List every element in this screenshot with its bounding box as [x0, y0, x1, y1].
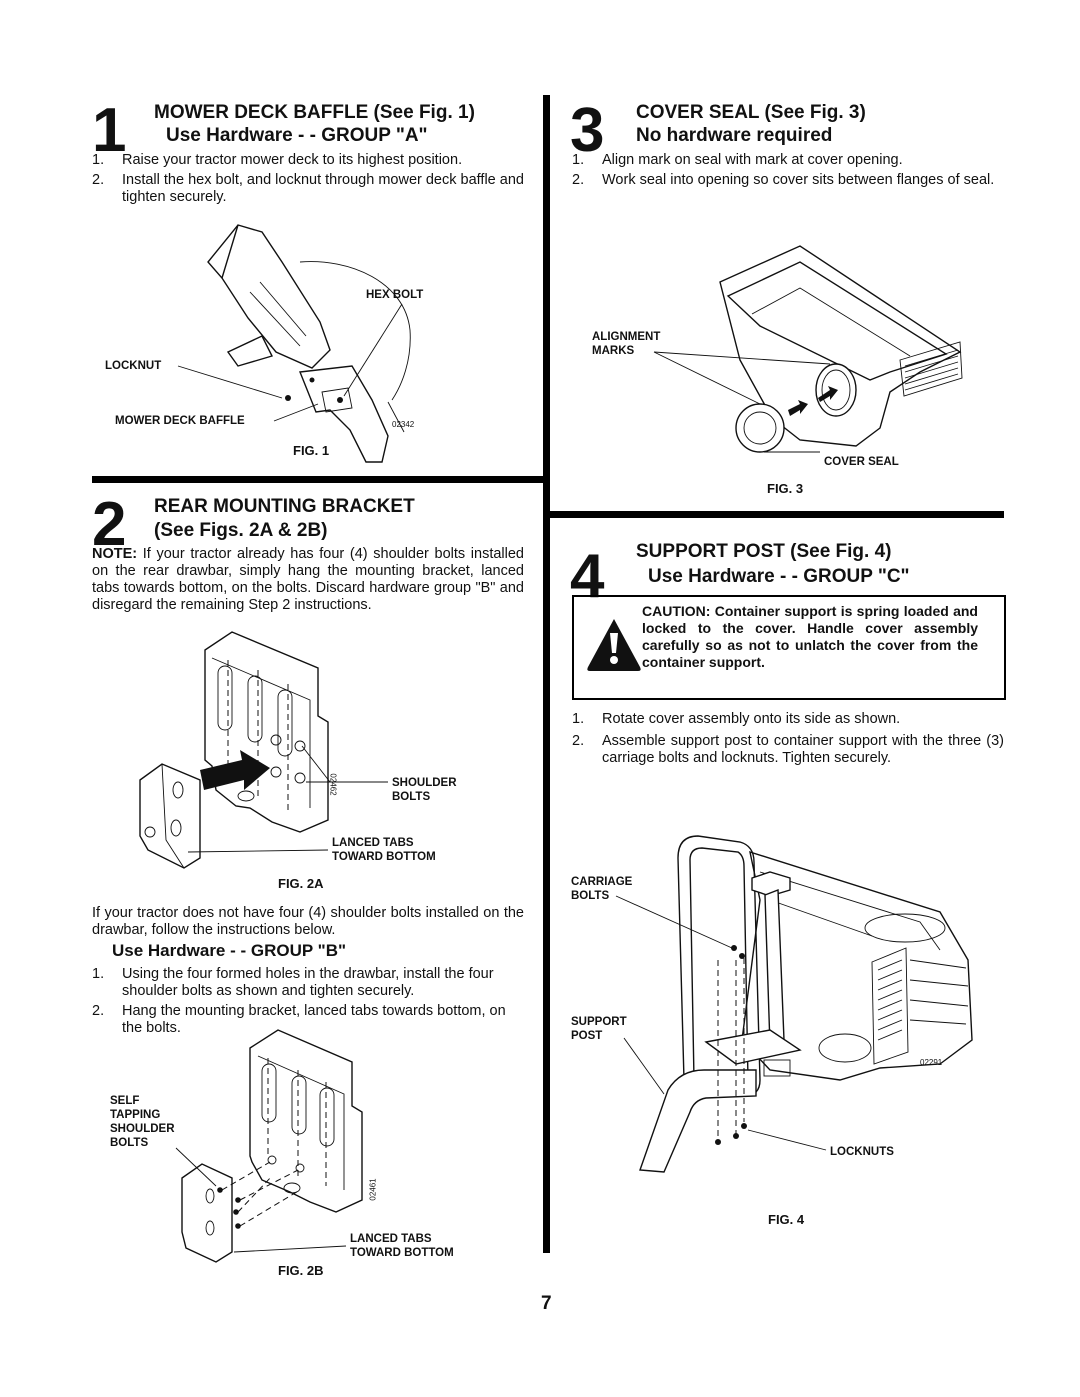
step-4-number: 4 — [570, 542, 605, 611]
step-4-instructions: 1.Rotate cover assembly onto its side as… — [572, 711, 1004, 770]
list-item: 2.Assemble support post to container sup… — [572, 733, 1004, 766]
step-2-heading-line2: (See Figs. 2A & 2B) — [154, 520, 328, 541]
list-item: 1.Rotate cover assembly onto its side as… — [572, 711, 901, 727]
step-2-note: NOTE: If your tractor already has four (… — [92, 546, 524, 613]
fig-3-caption: FIG. 3 — [767, 481, 804, 496]
step-2-number: 2 — [92, 490, 127, 559]
step-3-heading-line1: COVER SEAL (See Fig. 3) — [636, 102, 866, 123]
label-support-post: SUPPORT POST — [571, 1016, 627, 1042]
label-mower-deck-baffle: MOWER DECK BAFFLE — [115, 415, 245, 427]
part-number: 02291 — [920, 1058, 943, 1067]
step-1-number: 1 — [92, 96, 127, 165]
step-1-instructions: 1.Raise your tractor mower deck to its h… — [92, 152, 524, 209]
fig-2b-illustration — [175, 1029, 363, 1263]
list-item: 2.Work seal into opening so cover sits b… — [572, 172, 995, 188]
part-number: 02462 — [328, 773, 338, 796]
part-number: 02461 — [368, 1178, 378, 1201]
vertical-divider — [543, 95, 550, 1253]
label-locknut: LOCKNUT — [105, 360, 162, 372]
step-3-number: 3 — [570, 96, 605, 165]
step-3-heading-line2: No hardware required — [636, 125, 833, 146]
list-item: 1.Using the four formed holes in the dra… — [92, 966, 494, 999]
step-2-heading-line1: REAR MOUNTING BRACKET — [154, 496, 415, 517]
fig-2a-illustration — [139, 631, 388, 869]
step-1-heading-line1: MOWER DECK BAFFLE (See Fig. 1) — [154, 102, 475, 123]
step-3-instructions: 1.Align mark on seal with mark at cover … — [572, 152, 1006, 192]
label-self-tapping-shoulder-bolts: SELF TAPPING SHOULDER BOLTS — [110, 1095, 175, 1149]
note-label: NOTE: — [92, 546, 138, 562]
label-hex-bolt: HEX BOLT — [366, 289, 424, 301]
warning-icon — [587, 619, 641, 671]
step-2-paragraph: If your tractor does not have four (4) s… — [92, 905, 524, 938]
part-number: 02342 — [392, 420, 415, 429]
step-2-instructions: 1.Using the four formed holes in the dra… — [92, 966, 524, 1040]
label-cover-seal: COVER SEAL — [824, 456, 899, 468]
fig-3-illustration — [653, 245, 963, 453]
list-item: 1.Align mark on seal with mark at cover … — [572, 152, 903, 168]
step2-top-rule — [92, 476, 543, 483]
page-number: 7 — [541, 1293, 552, 1314]
list-item: 1.Raise your tractor mower deck to its h… — [92, 152, 463, 168]
fig-4-illustration — [615, 835, 973, 1173]
fig-1-caption: FIG. 1 — [293, 443, 330, 458]
label-locknuts: LOCKNUTS — [830, 1146, 894, 1158]
list-item: 2.Hang the mounting bracket, lanced tabs… — [92, 1003, 506, 1036]
caution-box: CAUTION: Container support is spring loa… — [572, 595, 1006, 700]
label-carriage-bolts: CARRIAGE BOLTS — [571, 876, 633, 902]
step4-top-rule — [550, 511, 1004, 518]
fig-1-illustration — [177, 224, 411, 463]
step-1-heading-line2: Use Hardware - - GROUP "A" — [166, 125, 428, 146]
caution-text: CAUTION: Container support is spring loa… — [642, 603, 978, 670]
step-4-heading-line1: SUPPORT POST (See Fig. 4) — [636, 541, 892, 562]
fig-2a-caption: FIG. 2A — [278, 876, 324, 891]
label-shoulder-bolts: SHOULDER BOLTS — [392, 777, 457, 803]
step-4-heading-line2: Use Hardware - - GROUP "C" — [648, 566, 910, 587]
fig-2b-caption: FIG. 2B — [278, 1263, 324, 1278]
label-alignment-marks: ALIGNMENT MARKS — [592, 331, 661, 357]
label-lanced-tabs: LANCED TABS TOWARD BOTTOM — [332, 837, 436, 863]
fig-4-caption: FIG. 4 — [768, 1212, 805, 1227]
label-lanced-tabs: LANCED TABS TOWARD BOTTOM — [350, 1233, 454, 1259]
step-2-subheading: Use Hardware - - GROUP "B" — [112, 941, 347, 960]
list-item: 2.Install the hex bolt, and locknut thro… — [92, 172, 524, 205]
